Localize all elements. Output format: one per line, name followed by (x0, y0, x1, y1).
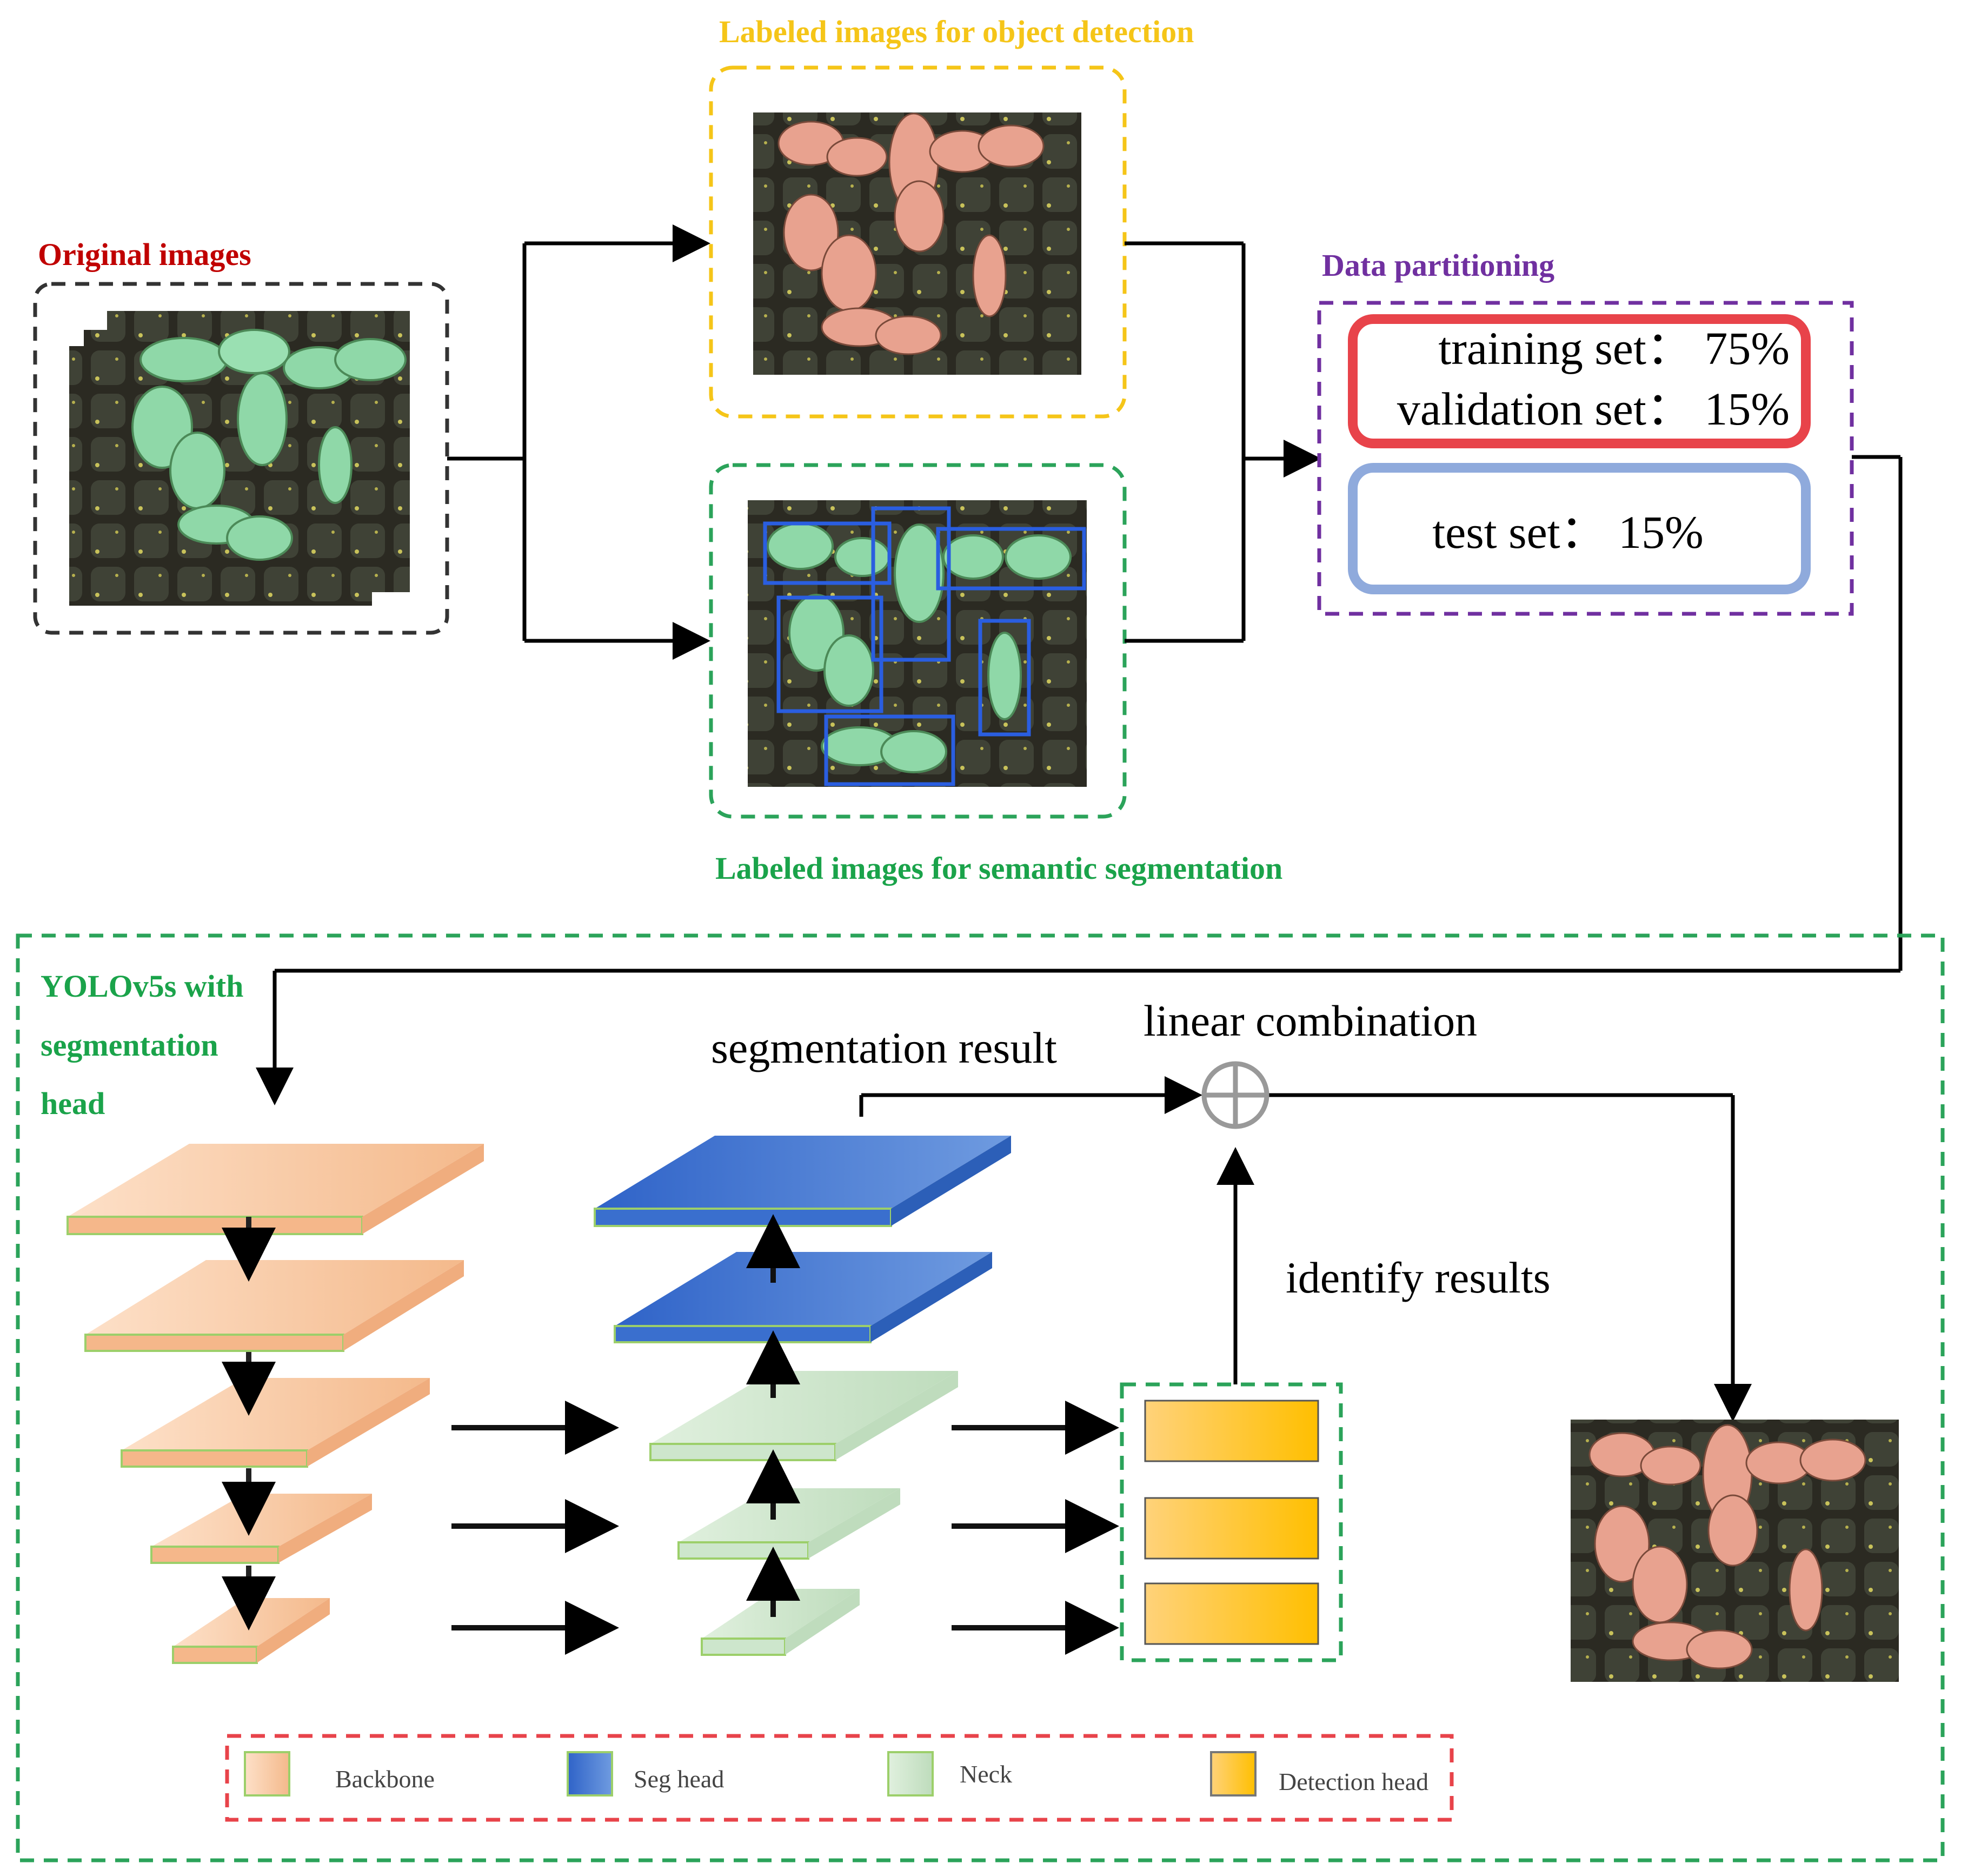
seg-head-layers (594, 1136, 1011, 1343)
neck-layer-1 (649, 1371, 958, 1461)
labeled-detection-image (753, 112, 1081, 375)
original-images-title: Original images (38, 237, 251, 272)
backbone-layer-3 (121, 1378, 430, 1468)
legend-label-neck: Neck (960, 1760, 1012, 1788)
backbone-layers (67, 1144, 484, 1664)
legend-swatch-detection-head (1210, 1751, 1257, 1797)
detection-head-frame (1120, 1382, 1343, 1662)
neck-to-detection-arrows (952, 1401, 1119, 1655)
legend-frame (225, 1734, 1454, 1822)
labeled-segmentation-image (748, 500, 1087, 787)
merge-connectors (1125, 241, 1321, 643)
data-partitioning-frame (1317, 301, 1854, 616)
test-box (1348, 463, 1811, 594)
seg-head-layer-2 (614, 1252, 992, 1343)
backbone-to-neck-arrows (451, 1401, 619, 1655)
partition-to-model-connector (256, 455, 1903, 1105)
model-title-line3: head (41, 1086, 105, 1121)
seg-head-layer-1 (594, 1136, 1011, 1227)
result-image (1571, 1420, 1899, 1682)
original-image-stack (69, 311, 410, 606)
legend-swatch-neck (887, 1751, 934, 1797)
model-title-line1: YOLOv5s with (41, 969, 243, 1004)
legend-swatch-backbone (244, 1751, 290, 1797)
backbone-layer-1 (67, 1144, 484, 1235)
test-set-label: test set： 15% (1432, 506, 1704, 558)
legend-label-seg-head: Seg head (634, 1765, 724, 1793)
legend-label-backbone: Backbone (335, 1765, 435, 1793)
combination-connectors (859, 1076, 1752, 1422)
neck-layer-2 (677, 1488, 900, 1560)
validation-set-label: validation set： 15% (1397, 383, 1790, 435)
legend-swatch-seg-head (567, 1751, 613, 1797)
neck-layers (649, 1371, 958, 1656)
labeled-segmentation-title: Labeled images for semantic segmentation (715, 851, 1282, 886)
train-val-box (1348, 314, 1811, 448)
backbone-layer-2 (84, 1260, 464, 1352)
model-frame (16, 933, 1945, 1862)
identify-results-label: identify results (1286, 1253, 1551, 1302)
data-partitioning-title: Data partitioning (1322, 248, 1554, 283)
neck-layer-3 (701, 1589, 860, 1656)
legend-label-detection-head: Detection head (1279, 1768, 1428, 1795)
training-set-label: training set： 75% (1438, 322, 1790, 374)
detection-head-blocks (1144, 1400, 1319, 1645)
split-connectors (447, 224, 710, 660)
backbone-layer-4 (150, 1494, 372, 1564)
circle-plus-icon (1201, 1061, 1269, 1129)
linear-combination-label: linear combination (1144, 996, 1477, 1045)
segmentation-result-label: segmentation result (711, 1023, 1057, 1072)
original-images-frame (33, 282, 449, 635)
legend: Backbone Seg head Neck Detection head (244, 1751, 1428, 1797)
labeled-detection-title: Labeled images for object detection (719, 14, 1194, 49)
model-title-line2: segmentation (41, 1028, 218, 1063)
